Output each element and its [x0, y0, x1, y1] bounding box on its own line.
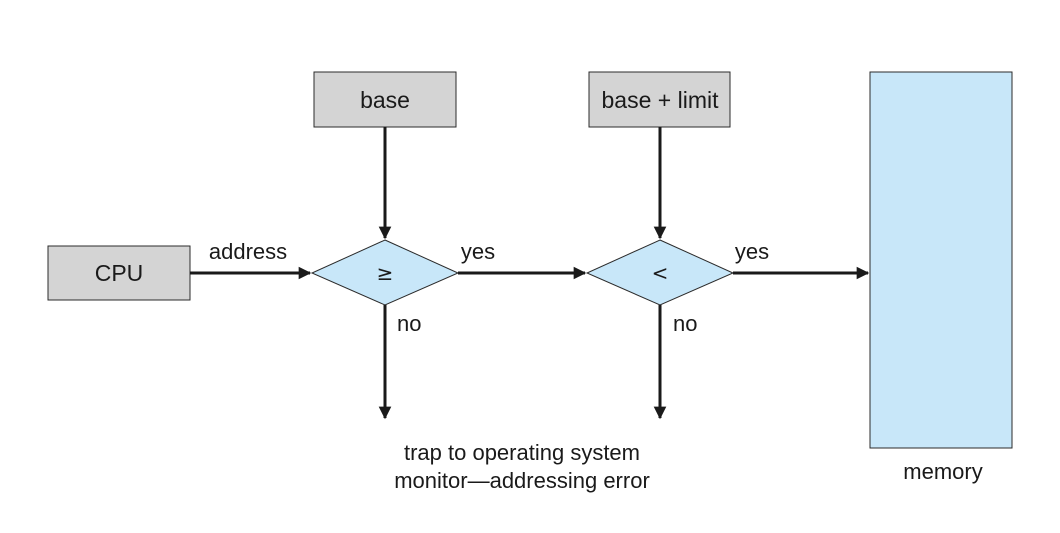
yes-label-ge: yes — [461, 239, 495, 264]
cpu-box: CPU — [47, 245, 191, 301]
ge-decision: ≥ — [310, 239, 460, 306]
cpu-label: CPU — [95, 260, 144, 286]
trap-text-line-1: trap to operating system — [404, 440, 640, 465]
cpu-box-rect — [47, 245, 191, 301]
base-limit-register-rect — [588, 71, 731, 128]
memory-rect — [869, 71, 1013, 449]
base-limit-register-box: base + limit — [588, 71, 731, 128]
base-register-rect — [313, 71, 457, 128]
no-label-lt: no — [673, 311, 697, 336]
trap-text-line-2: monitor—addressing error — [394, 468, 650, 493]
base-register-label: base — [360, 87, 410, 113]
memory-label: memory — [903, 459, 982, 484]
ge-symbol: ≥ — [377, 261, 394, 285]
address-label: address — [209, 239, 287, 264]
lt-decision: < — [585, 239, 735, 306]
base-register-box: base — [313, 71, 457, 128]
yes-label-lt: yes — [735, 239, 769, 264]
memory-block: memory — [869, 71, 1013, 484]
lt-symbol: < — [652, 261, 669, 285]
no-label-ge: no — [397, 311, 421, 336]
base-limit-register-label: base + limit — [602, 87, 720, 113]
